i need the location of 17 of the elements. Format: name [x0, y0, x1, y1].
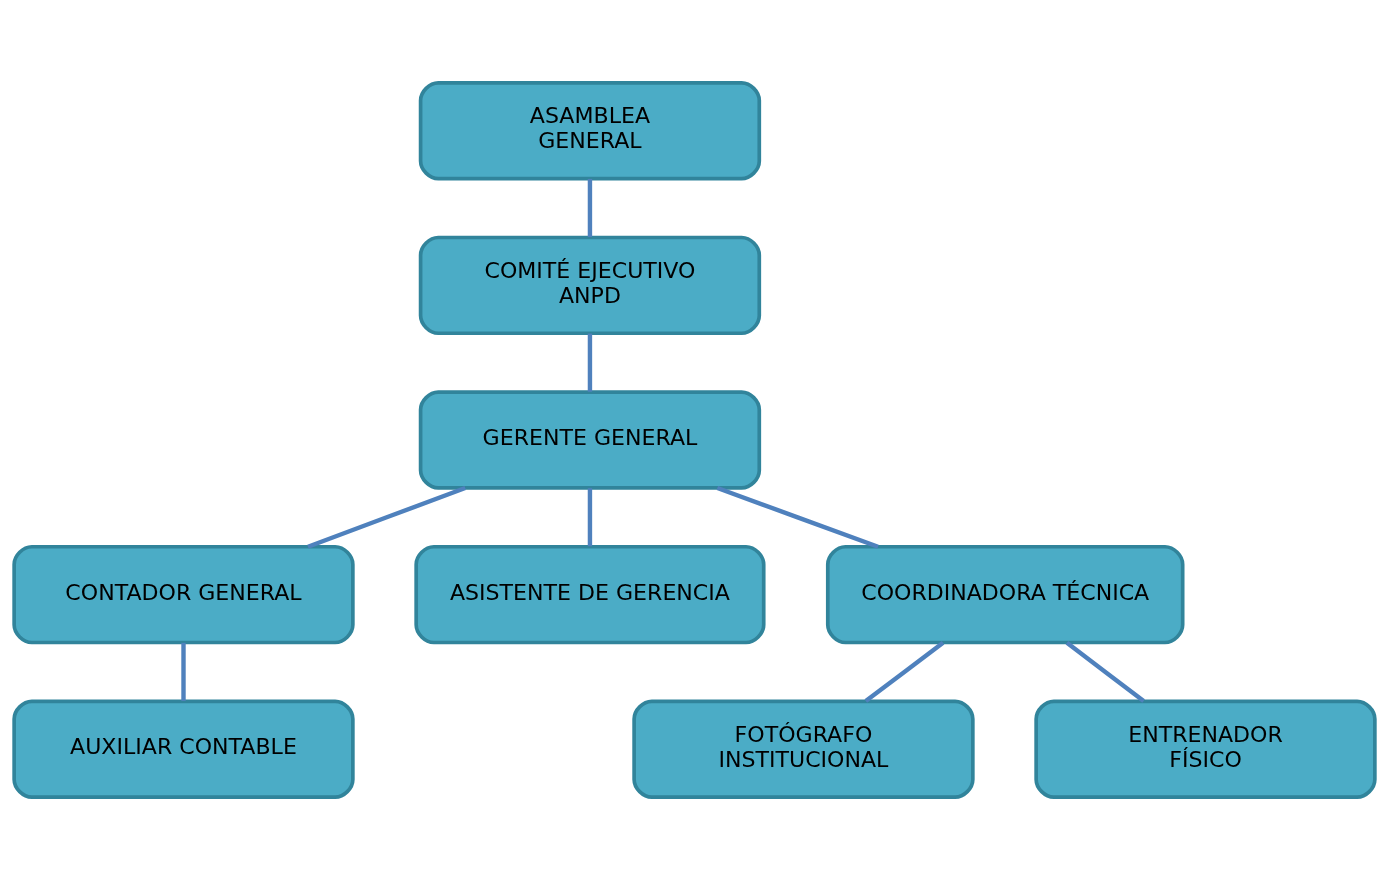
connector	[587, 487, 593, 546]
node-box: FOTÓGRAFO INSTITUCIONAL	[632, 699, 975, 799]
node-box: ASAMBLEA GENERAL	[418, 80, 762, 180]
connector	[181, 642, 186, 701]
connector	[587, 333, 593, 392]
connector	[864, 640, 945, 703]
connector	[716, 485, 879, 549]
node-box: AUXILIAR CONTABLE	[12, 699, 355, 799]
connector	[587, 178, 593, 237]
node-box: ASISTENTE DE GERENCIA	[414, 544, 766, 644]
node-box: CONTADOR GENERAL	[12, 544, 355, 644]
node-box: ENTRENADOR FÍSICO	[1034, 699, 1377, 799]
node-box: GERENTE GENERAL	[418, 389, 762, 490]
connector	[307, 485, 466, 549]
connector	[1065, 640, 1145, 703]
node-box: COMITÉ EJECUTIVO ANPD	[418, 235, 762, 335]
node-box: COORDINADORA TÉCNICA	[825, 544, 1185, 644]
